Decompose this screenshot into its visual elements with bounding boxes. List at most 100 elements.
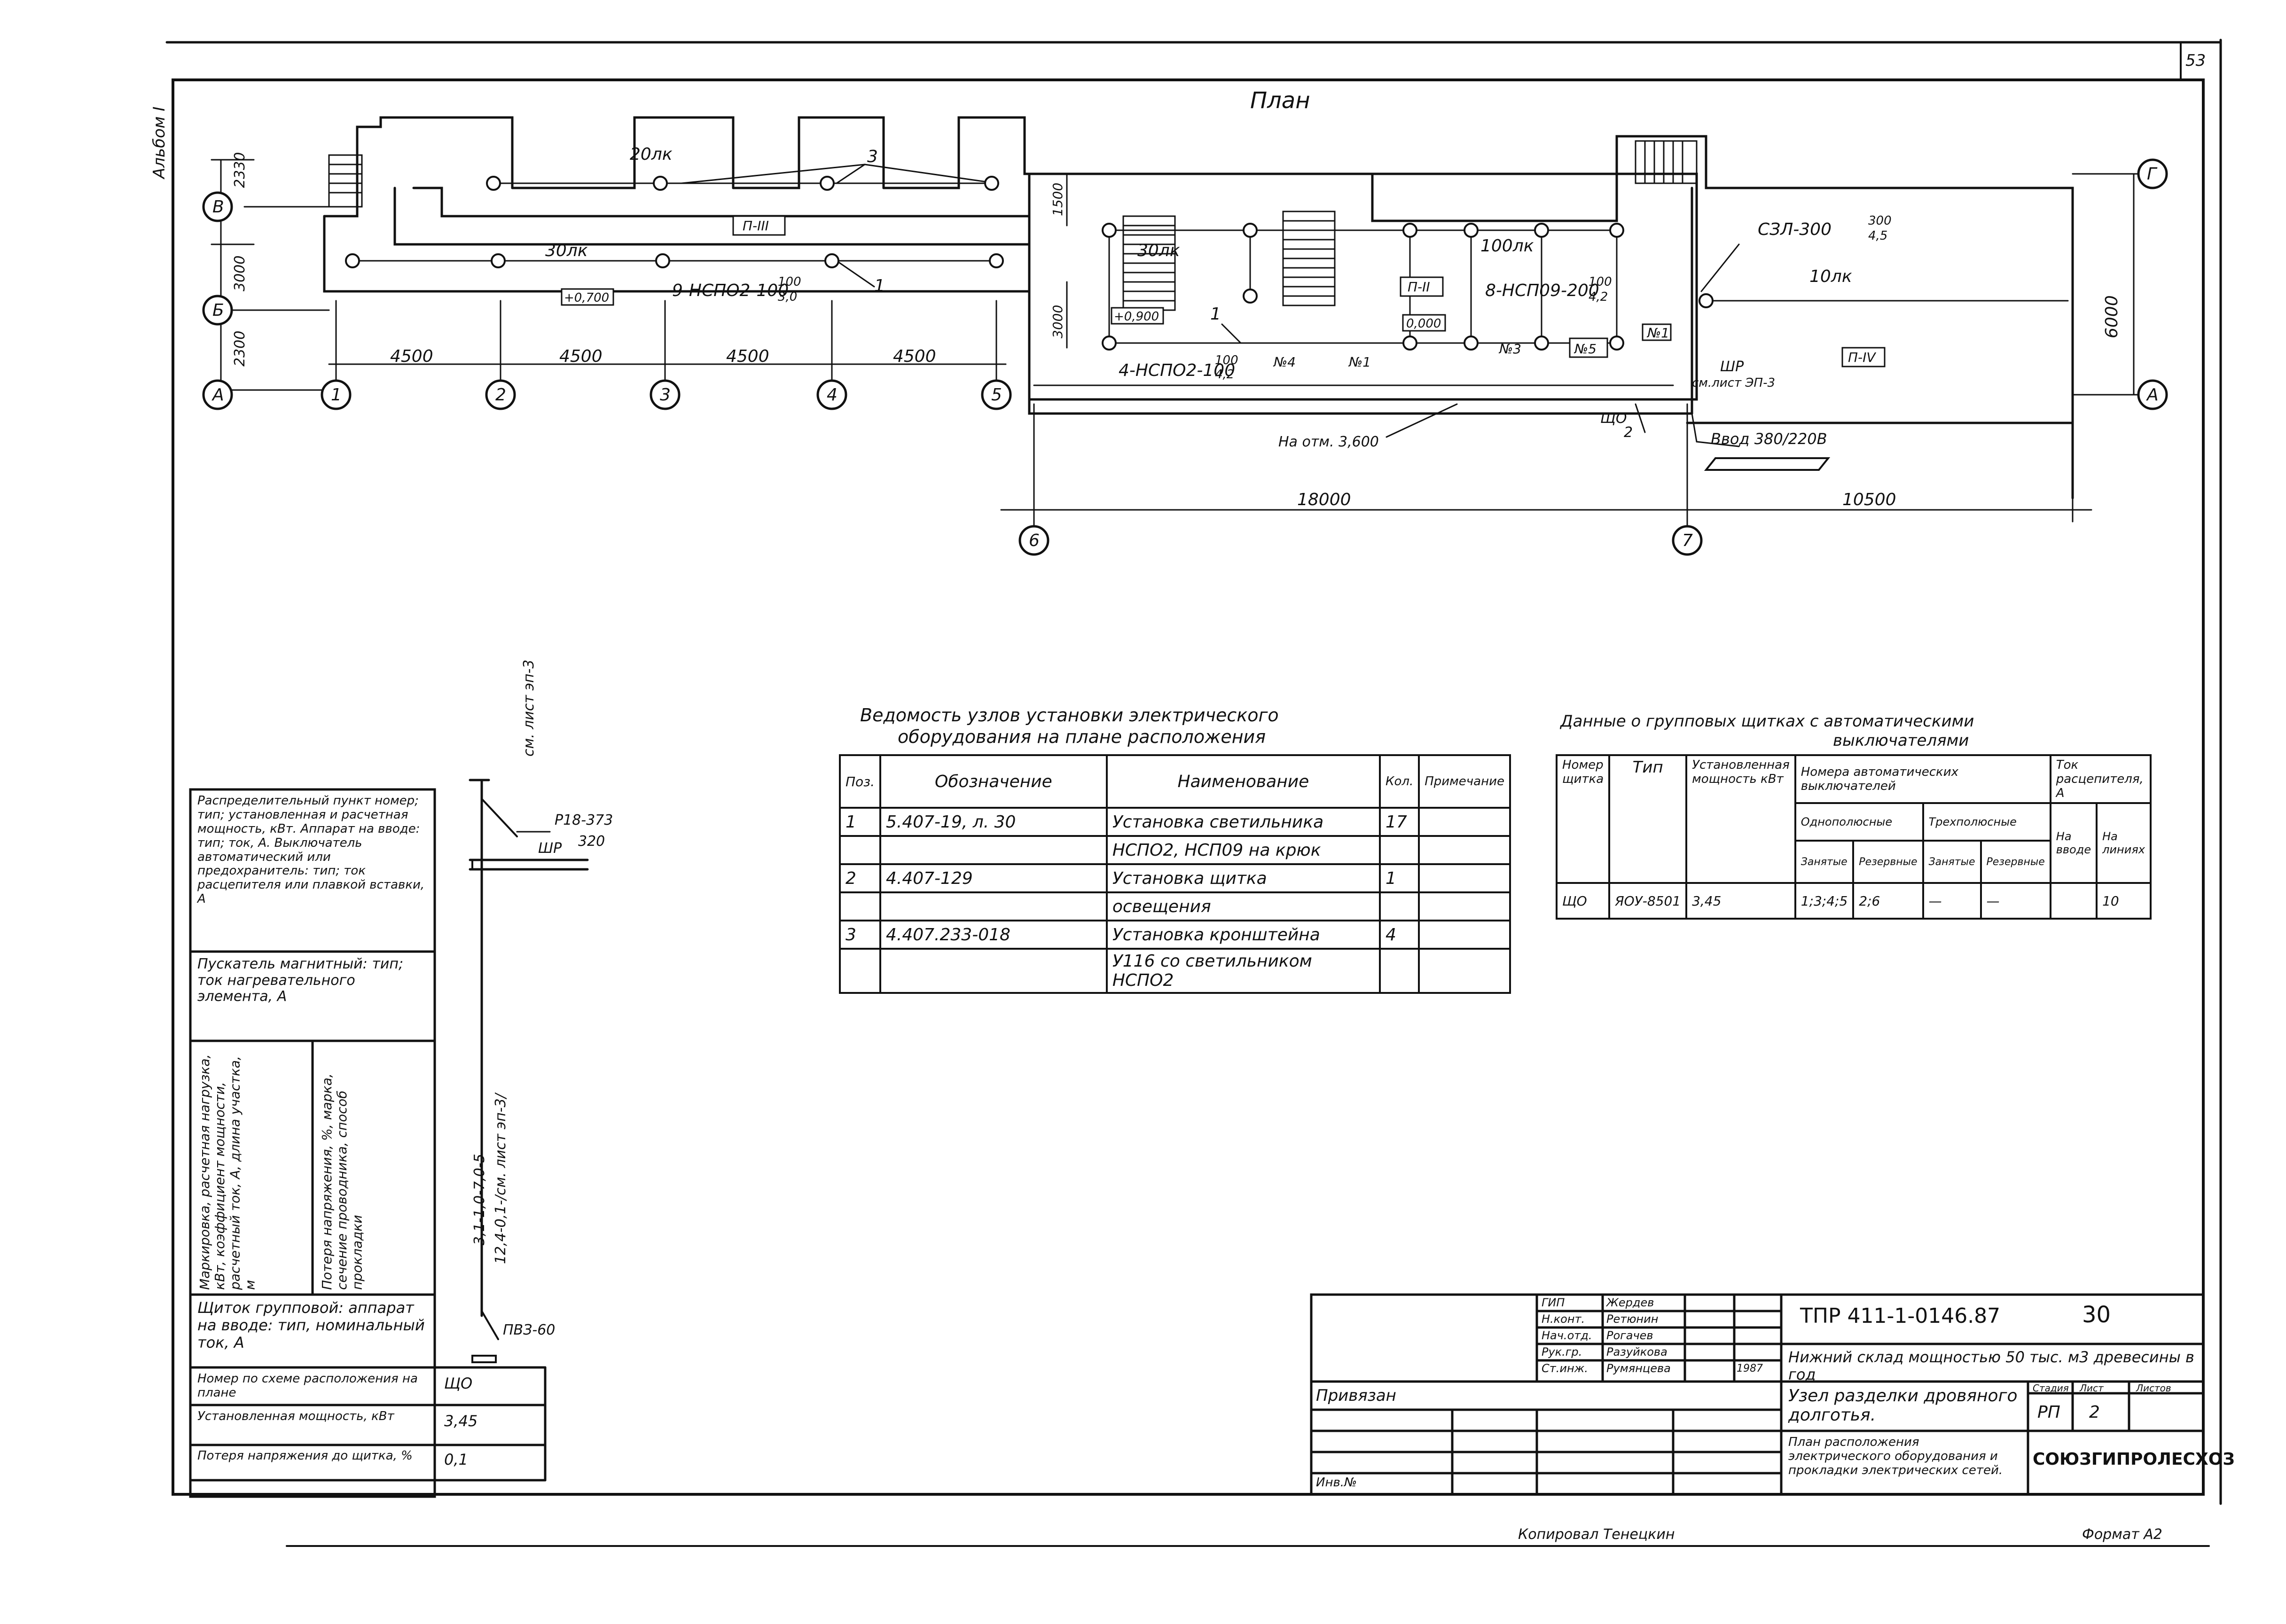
group4-frac-top: 100 (1215, 353, 1238, 367)
vedomost-header-note: Примечание (1418, 754, 1511, 809)
vedomost-cell (1378, 835, 1420, 865)
copied-label: Копировал Тенецкин (1518, 1526, 1675, 1543)
vedomost-cell: Установка светильника (1105, 807, 1381, 837)
panels-header-num: Номер щитка (1555, 754, 1611, 884)
table-row: ЩО ЯОУ-8501 3,45 1;3;4;5 2;6 — — 10 (1555, 882, 2152, 920)
axis-col-7: 7 (1682, 531, 1693, 550)
staff-role-0: ГИП (1542, 1296, 1565, 1309)
axis-col-3: 3 (660, 385, 671, 405)
staff-role-1: Н.конт. (1542, 1312, 1585, 1326)
vedomost-cell (879, 891, 1108, 921)
axis-col-2: 2 (495, 385, 506, 405)
vedomost-cell: 17 (1378, 807, 1420, 837)
schematic-ref-top: см. лист эп-3 (521, 660, 537, 757)
dim-col-4: 4500 (893, 347, 936, 366)
panels-cell: — (1980, 882, 2051, 920)
dim-mid-1: 1500 (1050, 183, 1065, 216)
table-row: 2 4.407-129 Установка щитка 1 (839, 863, 1511, 893)
label-lux30b: 30лк (1137, 241, 1180, 260)
luminaires (345, 176, 1714, 351)
label-shr: ШР (1720, 359, 1744, 375)
vedomost-header-qty: Кол. (1378, 754, 1420, 809)
panels-cell: 10 (2096, 882, 2152, 920)
table-row: 3 4.407.233-018 Установка кронштейна 4 (839, 920, 1511, 950)
axis-row-b: Б (212, 301, 224, 320)
axis-row-v: В (212, 197, 224, 217)
callout-2: 2 (1624, 424, 1633, 441)
staff-role-3: Рук.гр. (1542, 1345, 1582, 1359)
cable-line-2: 12,4-0,1-/см. лист эп-3/ (493, 1092, 509, 1264)
panels-header-power: Установленная мощность кВт (1685, 754, 1796, 884)
inv-label: Инв.№ (1316, 1476, 1357, 1490)
plan-title: План (1250, 87, 1310, 114)
dim-mid-2: 3000 (1050, 305, 1065, 338)
panels-table: Номер щитка Тип Установленная мощность к… (1555, 754, 2152, 920)
label-shr-ref: см.лист ЭП-3 (1692, 376, 1775, 390)
axis-col-6: 6 (1029, 531, 1040, 550)
label-lux100: 100лк (1480, 236, 1534, 256)
vedomost-cell: 4.407-129 (879, 863, 1108, 893)
panels-cell: 1;3;4;5 (1794, 882, 1855, 920)
group9-frac-top: 100 (778, 275, 801, 289)
n1-label: №1 (1646, 325, 1669, 341)
table-row: освещения (839, 891, 1511, 921)
album-label: Альбом I (150, 107, 169, 180)
dim-row-1: 2330 (232, 152, 248, 188)
dim-right: 6000 (2102, 295, 2122, 338)
group9-label: 9-НСПО2-100 (672, 281, 789, 300)
dim-bottom-2: 10500 (1842, 490, 1896, 509)
group4-frac-bot: 4,2 (1215, 367, 1234, 382)
panels-cell: 3,45 (1685, 882, 1796, 920)
callout-1a: 1 (874, 276, 885, 296)
vedomost-cell: У116 со светильником НСПО2 (1105, 948, 1381, 994)
row-label-number: Номер по схеме расположения на плане (197, 1372, 418, 1400)
room-tags (561, 215, 1886, 367)
panels-cell: — (1922, 882, 1982, 920)
drawing-name: План расположения электрического оборудо… (1788, 1435, 2003, 1477)
panels-header-breakers: Номера автоматических выключателей (1794, 754, 2051, 804)
axis-bubbles (202, 158, 2168, 556)
axis-col-5: 5 (991, 385, 1002, 405)
legend-marking: Маркировка, расчетная нагрузка, кВт, коэ… (197, 1054, 258, 1290)
panels-header-input: На вводе (2049, 802, 2098, 884)
node-name: Узел разделки дровяного долготья. (1788, 1386, 2018, 1425)
staff-name-0: Жердев (1606, 1296, 1654, 1309)
list-value: 2 (2089, 1403, 2100, 1422)
vedomost-cell: 5.407-19, л. 30 (879, 807, 1108, 837)
label-lux10: 10лк (1809, 267, 1852, 286)
label-lux30a: 30лк (545, 241, 588, 260)
group8-label: 8-НСП09-200 (1485, 281, 1599, 300)
axis-col-1: 1 (331, 385, 342, 405)
table-row: НСПО2, НСП09 на крюк (839, 835, 1511, 865)
legend-distribution-point: Распределительный пункт номер; тип; уста… (197, 794, 425, 906)
row-label-loss: Потеря напряжения до щитка, % (197, 1449, 413, 1463)
axis-right-g: Г (2147, 164, 2158, 184)
n5-label: №5 (1574, 341, 1597, 357)
group9-frac-bot: 3,0 (778, 290, 797, 304)
axis-right-a: А (2146, 385, 2159, 405)
vedomost-cell (839, 948, 881, 994)
staff-name-1: Ретюнин (1606, 1312, 1659, 1326)
panels-title-1: Данные о групповых щитках с автоматическ… (1560, 712, 1974, 731)
mark-0700: +0,700 (564, 291, 609, 305)
vedomost-cell (1378, 948, 1420, 994)
axis-col-4: 4 (827, 385, 838, 405)
vedomost-cell (879, 948, 1108, 994)
vedomost-cell (879, 835, 1108, 865)
panels-header-reserve-2: Резервные (1980, 840, 2051, 884)
n1b-label: №1 (1348, 354, 1371, 370)
staff-role-2: Нач.отд. (1542, 1329, 1592, 1342)
vedomost-cell: 4 (1378, 920, 1420, 950)
panels-header-single: Однополюсные (1794, 802, 1924, 842)
vedomost-cell: 2 (839, 863, 881, 893)
dim-bottom-1: 18000 (1297, 490, 1351, 509)
panels-cell: ЩО (1555, 882, 1611, 920)
label-shcho: ЩО (1600, 410, 1627, 427)
dim-row-3: 2300 (232, 331, 248, 367)
csl-frac-top: 300 (1868, 214, 1892, 228)
dim-col-3: 4500 (726, 347, 769, 366)
vedomost-cell (839, 891, 881, 921)
vedomost-cell (1418, 863, 1511, 893)
room-p3: П-III (743, 218, 769, 234)
